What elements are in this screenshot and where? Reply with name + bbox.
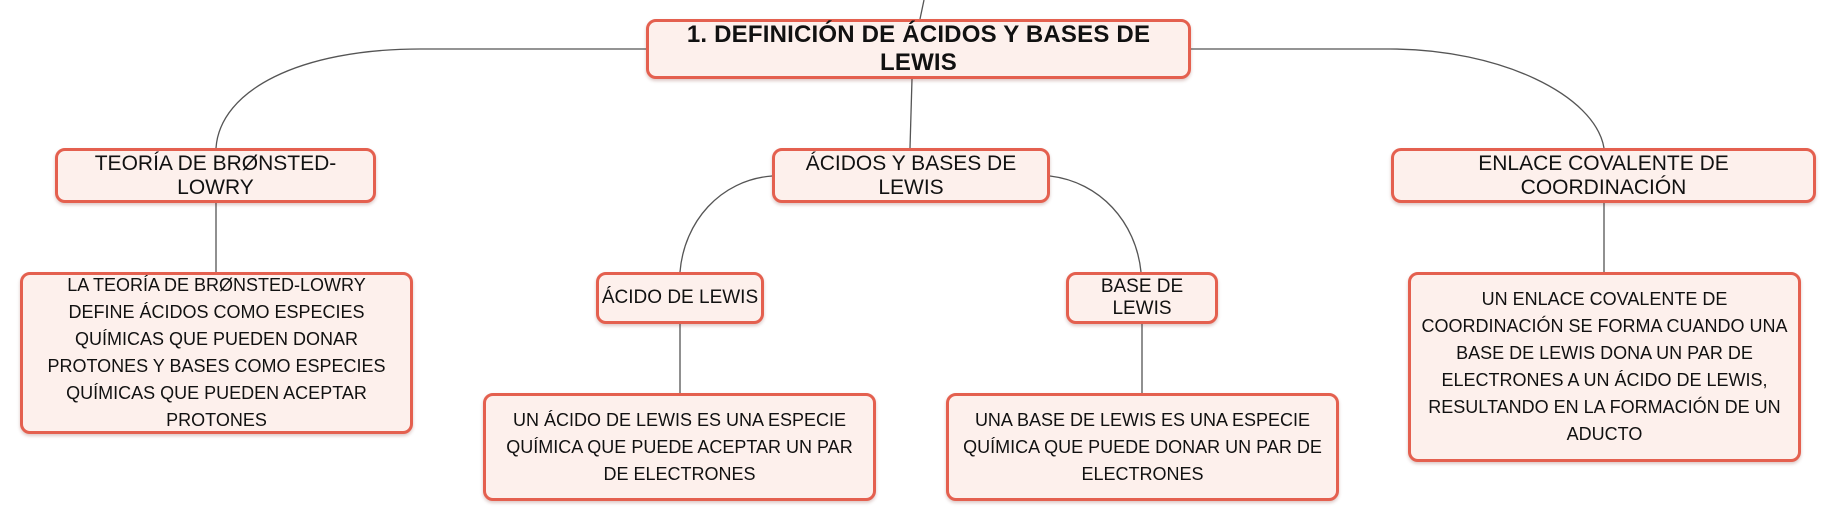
lewis-acid-label: ÁCIDO DE LEWIS xyxy=(601,287,759,308)
connector-root-bronsted xyxy=(215,48,646,149)
lewis-base-definition-node[interactable]: UNA BASE DE LEWIS ES UNA ESPECIE QUÍMICA… xyxy=(946,393,1339,501)
lewis-base-label: BASE DE LEWIS xyxy=(1100,276,1184,319)
root-topic-label: 1. DEFINICIÓN DE ÁCIDOS Y BASES DE LEWIS xyxy=(686,21,1151,76)
lewis-topic-node[interactable]: ÁCIDOS Y BASES DE LEWIS xyxy=(772,148,1050,203)
lewis-topic-label: ÁCIDOS Y BASES DE LEWIS xyxy=(805,151,1017,199)
connector-parent-root xyxy=(919,0,925,20)
bronsted-definition-node[interactable]: LA TEORÍA DE BRØNSTED-LOWRY DEFINE ÁCIDO… xyxy=(20,272,413,434)
enlace-topic-node[interactable]: ENLACE COVALENTE DE COORDINACIÓN xyxy=(1391,148,1816,203)
bronsted-topic-label: TEORÍA DE BRØNSTED-LOWRY xyxy=(94,151,337,199)
lewis-acid-node[interactable]: ÁCIDO DE LEWIS xyxy=(596,272,764,324)
lewis-base-node[interactable]: BASE DE LEWIS xyxy=(1066,272,1218,324)
bronsted-definition-text: LA TEORÍA DE BRØNSTED-LOWRY DEFINE ÁCIDO… xyxy=(47,275,386,430)
enlace-topic-label: ENLACE COVALENTE DE COORDINACIÓN xyxy=(1478,151,1729,199)
connector-lewis-acid xyxy=(679,175,773,273)
connector-lewis-base xyxy=(1049,175,1142,273)
root-topic-node[interactable]: 1. DEFINICIÓN DE ÁCIDOS Y BASES DE LEWIS xyxy=(646,19,1191,79)
lewis-acid-definition-text: UN ÁCIDO DE LEWIS ES UNA ESPECIE QUÍMICA… xyxy=(506,409,853,484)
enlace-definition-text: UN ENLACE COVALENTE DE COORDINACIÓN SE F… xyxy=(1421,289,1788,444)
connector-root-enlace xyxy=(1191,48,1605,149)
connector-root-lewis xyxy=(909,78,913,149)
lewis-acid-definition-node[interactable]: UN ÁCIDO DE LEWIS ES UNA ESPECIE QUÍMICA… xyxy=(483,393,876,501)
enlace-definition-node[interactable]: UN ENLACE COVALENTE DE COORDINACIÓN SE F… xyxy=(1408,272,1801,462)
bronsted-topic-node[interactable]: TEORÍA DE BRØNSTED-LOWRY xyxy=(55,148,376,203)
lewis-base-definition-text: UNA BASE DE LEWIS ES UNA ESPECIE QUÍMICA… xyxy=(963,409,1322,484)
